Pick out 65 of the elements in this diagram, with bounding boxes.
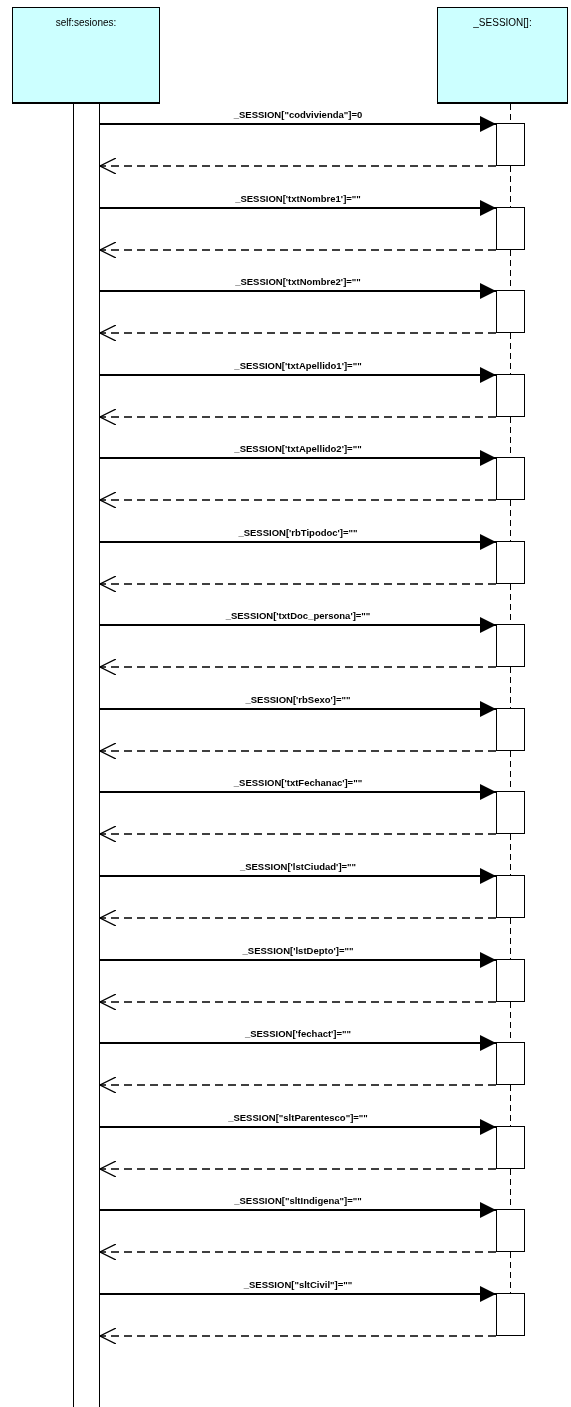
edge-label: _SESSION['txtNombre2']="" <box>233 276 363 288</box>
edge-label: _SESSION['txtApellido1']="" <box>232 360 364 372</box>
activation-box <box>496 290 525 333</box>
lifeline-header <box>437 7 568 104</box>
return-arrow <box>99 1327 497 1345</box>
activation-box <box>496 875 525 918</box>
return-arrow <box>99 658 497 676</box>
message-arrow <box>99 534 497 550</box>
return-arrow <box>99 491 497 509</box>
lifeline-header <box>12 7 160 104</box>
activation-box <box>496 1126 525 1169</box>
edge-label: _SESSION['rbTipodoc']="" <box>236 527 360 539</box>
edge-label: _SESSION["codvivienda"]=0 <box>231 109 365 121</box>
activation-box <box>496 708 525 751</box>
message-arrow <box>99 701 497 717</box>
message-arrow <box>99 868 497 884</box>
message-arrow <box>99 1035 497 1051</box>
activation-box <box>496 123 525 166</box>
edge-label: _SESSION['txtFechanac']="" <box>231 777 365 789</box>
edge-label: _SESSION['txtApellido2']="" <box>232 443 364 455</box>
activation-box <box>496 457 525 500</box>
edge-label: _SESSION["sltParentesco"]="" <box>226 1112 370 1124</box>
return-arrow <box>99 742 497 760</box>
return-arrow <box>99 1160 497 1178</box>
activation-box <box>496 374 525 417</box>
object-name: _SESSION[]: <box>473 17 532 28</box>
activation-box <box>496 624 525 667</box>
edge-label: _SESSION['txtNombre1']="" <box>233 193 363 205</box>
message-arrow <box>99 952 497 968</box>
message-arrow <box>99 617 497 633</box>
activation-box <box>496 1293 525 1336</box>
activation-box <box>496 541 525 584</box>
message-arrow <box>99 283 497 299</box>
return-arrow <box>99 324 497 342</box>
message-arrow <box>99 1119 497 1135</box>
activation-box <box>496 1042 525 1085</box>
edge-label: _SESSION['lstDepto']="" <box>240 945 356 957</box>
message-arrow <box>99 367 497 383</box>
activation-bar <box>73 104 100 1407</box>
message-arrow <box>99 784 497 800</box>
message-arrow <box>99 1202 497 1218</box>
message-arrow <box>99 200 497 216</box>
return-arrow <box>99 1243 497 1261</box>
message-arrow <box>99 116 497 132</box>
return-arrow <box>99 1076 497 1094</box>
activation-box <box>496 1209 525 1252</box>
message-arrow <box>99 450 497 466</box>
edge-label: _SESSION['lstCiudad']="" <box>237 861 359 873</box>
return-arrow <box>99 575 497 593</box>
object-name: self:sesiones: <box>55 17 117 28</box>
return-arrow <box>99 909 497 927</box>
edge-label: _SESSION['rbSexo']="" <box>243 694 353 706</box>
activation-box <box>496 207 525 250</box>
return-arrow <box>99 993 497 1011</box>
return-arrow <box>99 408 497 426</box>
activation-box <box>496 959 525 1002</box>
return-arrow <box>99 241 497 259</box>
edge-label: _SESSION["sltIndigena"]="" <box>232 1195 364 1207</box>
return-arrow <box>99 825 497 843</box>
edge-label: _SESSION["sltCivil"]="" <box>241 1279 355 1291</box>
message-arrow <box>99 1286 497 1302</box>
edge-label: _SESSION['fechact']="" <box>242 1028 354 1040</box>
activation-box <box>496 791 525 834</box>
return-arrow <box>99 157 497 175</box>
edge-label: _SESSION['txtDoc_persona']="" <box>223 610 373 622</box>
